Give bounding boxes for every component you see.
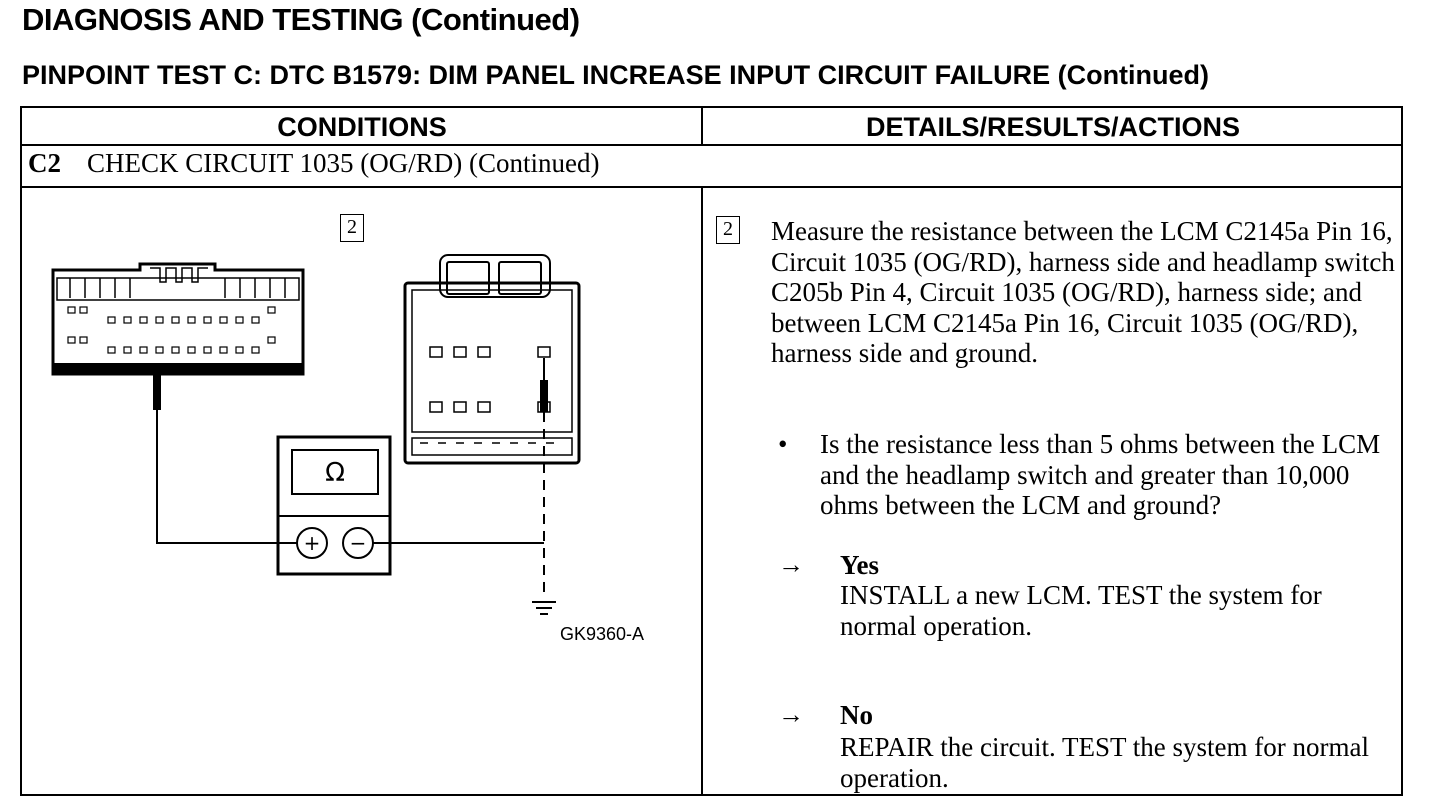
step-title: CHECK CIRCUIT 1035 (OG/RD) (Continued) — [87, 148, 600, 178]
yes-arrow-icon: → — [778, 550, 804, 579]
action-step-number: 2 — [716, 216, 740, 244]
page-title: DIAGNOSIS AND TESTING (Continued) — [22, 2, 580, 37]
step-row: C2 CHECK CIRCUIT 1035 (OG/RD) (Continued) — [28, 148, 600, 179]
headlamp-switch-probe-icon — [540, 358, 548, 412]
ground-icon — [532, 601, 556, 615]
meter-leads — [156, 410, 545, 598]
yes-action-text: INSTALL a new LCM. TEST the system for n… — [840, 580, 1322, 641]
no-label: No — [840, 700, 873, 730]
conditions-header: CONDITIONS — [277, 112, 447, 142]
step-id: C2 — [28, 148, 61, 178]
lcm-connector-icon — [51, 262, 305, 376]
figure-code: GK9360-A — [560, 624, 645, 644]
bullet-icon: • — [778, 429, 788, 459]
minus-terminal: − — [350, 531, 367, 555]
no-arrow-icon: → — [778, 700, 804, 729]
details-header: DETAILS/RESULTS/ACTIONS — [865, 112, 1240, 142]
pinpoint-test-title: PINPOINT TEST C: DTC B1579: DIM PANEL IN… — [22, 60, 1210, 90]
plus-terminal: + — [304, 531, 321, 555]
ohm-symbol: Ω — [325, 458, 345, 488]
yes-label: Yes — [840, 550, 879, 580]
instruction-text: Measure the resistance between the LCM C… — [771, 216, 1395, 368]
headlamp-switch-connector-icon — [403, 254, 581, 465]
lcm-probe-icon — [153, 368, 161, 410]
diagram-step-number: 2 — [340, 214, 364, 242]
question-text: Is the resistance less than 5 ohms betwe… — [820, 429, 1381, 520]
test-diagram: Ω + − — [51, 254, 581, 615]
ohmmeter-icon: Ω + − — [276, 435, 392, 576]
procedure-table — [20, 106, 1403, 796]
no-action-text: REPAIR the circuit. TEST the system for … — [840, 732, 1369, 793]
